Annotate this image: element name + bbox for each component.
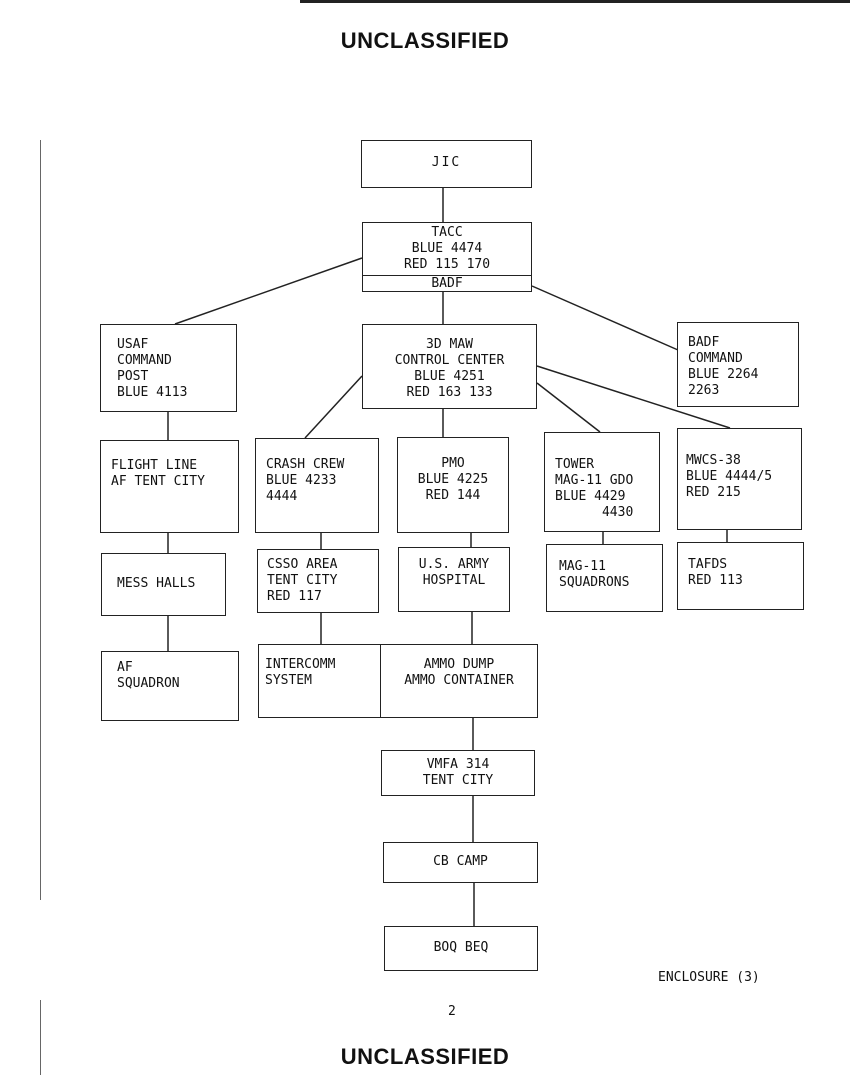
node-crash-line-2: BLUE 4233 [266,473,337,488]
node-pmo-line-3: RED 144 [425,488,481,503]
link-maw-tower [536,382,601,433]
node-cb-line-1: CB CAMP [433,854,488,869]
node-af-sq-line-2: SQUADRON [117,676,180,691]
node-badf-cmd-line-3: BLUE 2264 [688,367,759,382]
link-maw-mwcs [536,365,731,429]
node-pmo-line-1: PMO [441,456,465,471]
node-badf-cmd-line-2: COMMAND [688,351,743,366]
top-border-line [300,0,850,3]
node-usaf-line-1: USAF [117,337,149,352]
link-tacc-badfcmd [531,285,679,351]
node-csso-line-2: TENT CITY [267,573,338,588]
node-mwcs-line-1: MWCS-38 [686,453,741,468]
node-mag11-line-1: MAG-11 [559,559,606,574]
node-army-line-2: HOSPITAL [422,573,486,588]
page-number: 2 [448,1004,456,1019]
enclosure-label: ENCLOSURE (3) [658,970,760,985]
node-af-sq-line-1: AF [117,660,133,675]
node-vmfa-line-1: VMFA 314 [426,757,490,772]
node-usaf-line-2: COMMAND [117,353,172,368]
node-ammo-line-2: AMMO CONTAINER [404,673,514,688]
node-tower-line-4: 4430 [555,505,634,520]
node-usaf-line-3: POST [117,369,149,384]
node-usaf-line-4: BLUE 4113 [117,385,188,400]
node-maw-line-1: 3D MAW [426,337,473,352]
node-mwcs-line-2: BLUE 4444/5 [686,469,773,484]
node-tafds-line-1: TAFDS [688,557,728,572]
node-mess-line-1: MESS HALLS [117,576,196,591]
node-crash-line-3: 4444 [266,489,298,504]
node-ammo-line-1: AMMO DUMP [423,657,495,672]
link-maw-crash [304,375,363,439]
node-tacc-line-3: RED 115 170 [403,257,491,272]
node-badf-cmd-line-1: BADF [688,335,720,350]
node-crash-line-1: CRASH CREW [266,457,345,472]
node-pmo-line-2: BLUE 4225 [417,472,489,487]
node-tower-line-3: BLUE 4429 [555,489,626,504]
node-tacc-badf-label: BADF [431,276,463,291]
node-tacc-line-1: TACC [431,225,463,240]
node-army-line-1: U.S. ARMY [418,557,490,572]
node-tacc-line-2: BLUE 4474 [411,241,483,256]
node-intercomm-line-1: INTERCOMM [265,657,336,672]
node-tower-line-2: MAG-11 GDO [555,473,634,488]
node-boq-beq: BOQ BEQ [384,926,538,971]
node-cb-camp: CB CAMP [383,842,538,883]
node-tower-line-1: TOWER [555,457,595,472]
node-mess-halls: MESS HALLS [101,553,226,616]
left-margin-line-lower [40,1000,41,1075]
node-maw-line-2: CONTROL CENTER [394,353,505,368]
node-tacc-badf-section: BADF [363,275,531,292]
classification-bottom: UNCLASSIFIED [340,1044,510,1069]
node-boq-line-1: BOQ BEQ [433,940,489,955]
node-vmfa-line-2: TENT CITY [422,773,494,788]
node-tafds-line-2: RED 113 [688,573,743,588]
node-intercomm-line-2: SYSTEM [265,673,312,688]
node-mwcs-line-3: RED 215 [686,485,741,500]
node-csso-line-3: RED 117 [267,589,322,604]
link-tacc-usaf [174,257,363,325]
node-flight-line-2: AF TENT CITY [111,474,205,489]
node-badf-cmd-line-4: 2263 [688,383,720,398]
classification-top: UNCLASSIFIED [340,28,510,53]
left-margin-line [40,140,41,900]
node-csso-line-1: CSSO AREA [267,557,338,572]
node-maw-line-4: RED 163 133 [406,385,493,400]
node-jic-line: JIC [431,155,462,170]
node-maw-line-3: BLUE 4251 [414,369,485,384]
node-flight-line-1: FLIGHT LINE [111,458,198,473]
node-mag11-line-2: SQUADRONS [559,575,630,590]
node-jic: JIC [361,140,532,188]
